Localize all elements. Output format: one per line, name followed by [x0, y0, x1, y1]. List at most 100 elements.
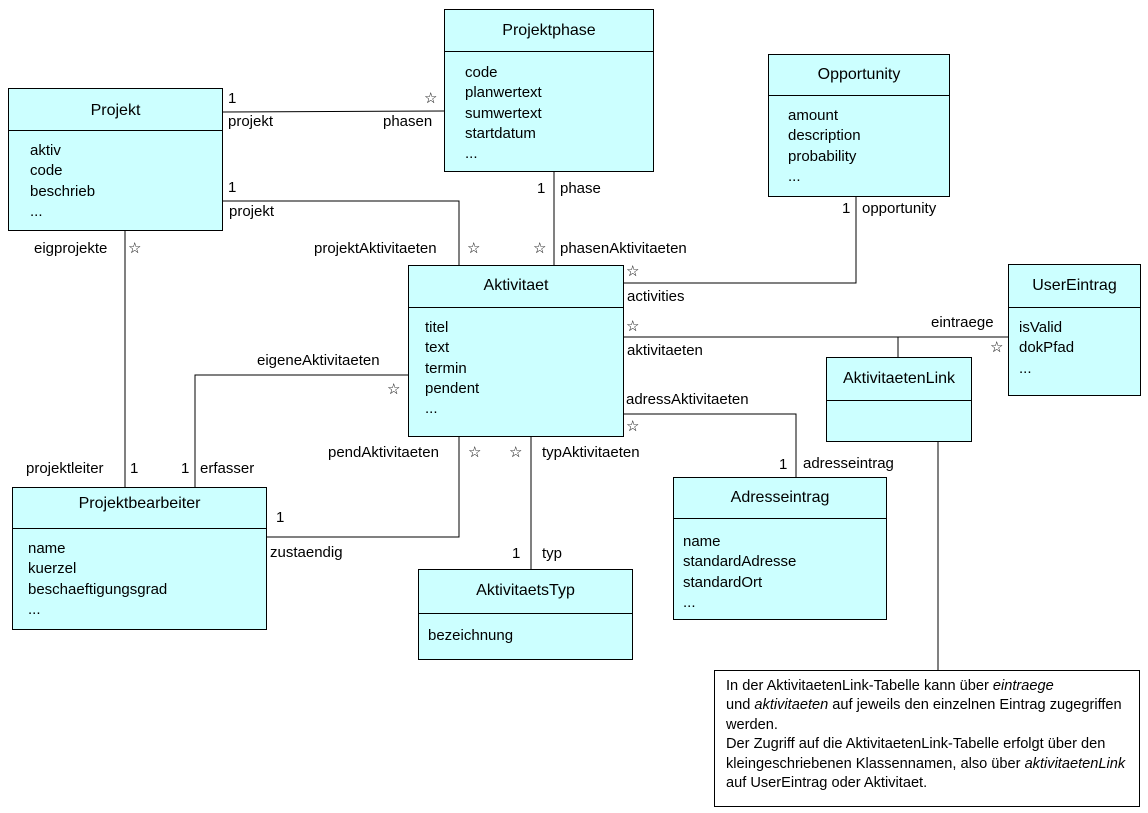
- class-name: AktivitaetenLink: [842, 370, 956, 387]
- attribute: standardOrt: [683, 573, 763, 591]
- class-name: Aktivitaet: [483, 277, 549, 294]
- class-projektphase: Projektphase code planwertext sumwertext…: [444, 9, 654, 172]
- assoc-opportunity-aktivitaet: [623, 196, 857, 284]
- attribute-list: amount description probability ...: [788, 106, 861, 187]
- attribute: bezeichnung: [428, 627, 514, 644]
- attribute: ...: [28, 600, 41, 618]
- multiplicity-label: 1: [228, 179, 237, 196]
- multiplicity-many-label: ☆: [509, 444, 523, 461]
- role-label-adressaktivitaeten: adressAktivitaeten: [626, 391, 749, 408]
- class-name: Projektbearbeiter: [78, 495, 201, 512]
- class-projekt: Projekt aktiv code beschrieb ...: [8, 88, 223, 231]
- role-label-phase: phase: [560, 180, 601, 197]
- attribute: name: [683, 533, 721, 550]
- attribute-list: name kuerzel beschaeftigungsgrad ...: [28, 539, 167, 620]
- class-name: AktivitaetsTyp: [476, 582, 575, 599]
- role-label-eintraege: eintraege: [931, 314, 994, 331]
- class-usereintrag: UserEintrag isValid dokPfad ...: [1008, 264, 1141, 396]
- role-label-adresseintrag: adresseintrag: [803, 455, 894, 472]
- multiplicity-label: 1: [512, 545, 521, 562]
- role-label-projektleiter: projektleiter: [26, 460, 104, 477]
- role-label-projekt: projekt: [228, 113, 274, 130]
- multiplicity-many-label: ☆: [387, 381, 401, 398]
- multiplicity-many-label: ☆: [424, 90, 438, 107]
- multiplicity-label: 1: [276, 509, 285, 526]
- attribute: dokPfad: [1019, 339, 1075, 357]
- role-label-projekt: projekt: [229, 203, 275, 220]
- role-label-phasenaktivitaeten: phasenAktivitaeten: [560, 240, 687, 257]
- role-label-activities: activities: [627, 288, 685, 305]
- attribute: pendent: [425, 379, 480, 397]
- multiplicity-label: 1: [779, 456, 788, 473]
- multiplicity-many-label: ☆: [626, 263, 640, 280]
- role-label-aktivitaeten: aktivitaeten: [627, 342, 703, 359]
- role-label-phasen: phasen: [383, 113, 433, 130]
- attribute: standardAdresse: [683, 553, 797, 571]
- multiplicity-many-label: ☆: [990, 339, 1004, 356]
- attribute: beschaeftigungsgrad: [28, 580, 168, 598]
- multiplicity-many-label: ☆: [128, 240, 142, 257]
- attribute: ...: [788, 167, 801, 185]
- attribute: sumwertext: [465, 104, 542, 122]
- multiplicity-label: 1: [181, 460, 190, 477]
- class-name: Adresseintrag: [730, 489, 830, 506]
- class-name: Projektphase: [502, 22, 596, 39]
- attribute-list: isValid dokPfad ...: [1019, 318, 1074, 379]
- multiplicity-label: 1: [537, 180, 546, 197]
- attribute-list: bezeichnung: [428, 626, 513, 646]
- class-name: Opportunity: [817, 66, 901, 83]
- assoc-aktivitaet-projektbearbeiter: [266, 436, 460, 538]
- attribute: ...: [1019, 359, 1032, 377]
- assoc-projekt-aktivitaet: [222, 200, 460, 266]
- attribute-list: code planwertext sumwertext startdatum .…: [465, 63, 542, 164]
- attribute-list: name standardAdresse standardOrt ...: [683, 532, 796, 613]
- multiplicity-many-label: ☆: [468, 444, 482, 461]
- multiplicity-many-label: ☆: [626, 418, 640, 435]
- multiplicity-label: 1: [842, 200, 851, 217]
- note-paragraph-2: Der Zugriff auf die AktivitaetenLink-Tab…: [726, 736, 1126, 792]
- attribute: beschrieb: [30, 182, 96, 200]
- attribute: ...: [465, 145, 478, 163]
- attribute: description: [788, 127, 861, 145]
- attribute: code: [465, 64, 498, 81]
- attribute: name: [28, 540, 66, 557]
- class-name: Projekt: [90, 102, 141, 119]
- role-label-opportunity: opportunity: [862, 200, 937, 217]
- note-paragraph-1: In der AktivitaetenLink-Tabelle kann übe…: [726, 678, 1122, 733]
- attribute: termin: [425, 359, 467, 377]
- attribute: ...: [683, 593, 696, 611]
- attribute: kuerzel: [28, 560, 77, 578]
- class-projektbearbeiter: Projektbearbeiter name kuerzel beschaeft…: [12, 487, 267, 630]
- role-label-pendaktivitaeten: pendAktivitaeten: [328, 444, 439, 461]
- attribute: probability: [788, 147, 857, 165]
- attribute-list: titel text termin pendent ...: [425, 318, 479, 419]
- note-box: In der AktivitaetenLink-Tabelle kann übe…: [714, 670, 1140, 807]
- role-label-eigeneaktivitaeten: eigeneAktivitaeten: [257, 352, 380, 369]
- assoc-projekt-projektphase: [221, 110, 446, 113]
- attribute: startdatum: [465, 124, 536, 142]
- attribute: ...: [425, 400, 438, 418]
- class-adresseintrag: Adresseintrag name standardAdresse stand…: [673, 477, 887, 620]
- attribute: ...: [30, 202, 43, 220]
- role-label-typaktivitaeten: typAktivitaeten: [542, 444, 640, 461]
- class-opportunity: Opportunity amount description probabili…: [768, 54, 950, 197]
- class-aktivitaetstyp: AktivitaetsTyp bezeichnung: [418, 569, 633, 660]
- role-label-projektaktivitaeten: projektAktivitaeten: [314, 240, 437, 257]
- multiplicity-many-label: ☆: [533, 240, 547, 257]
- multiplicity-label: 1: [130, 460, 139, 477]
- attribute: titel: [425, 319, 449, 336]
- class-name: UserEintrag: [1032, 277, 1117, 294]
- class-aktivitaetenlink: AktivitaetenLink: [826, 357, 972, 442]
- role-label-erfasser: erfasser: [200, 460, 255, 477]
- attribute: code: [30, 162, 63, 180]
- multiplicity-many-label: ☆: [626, 318, 640, 335]
- assoc-aktivitaet-adresseintrag: [623, 413, 797, 478]
- attribute: aktiv: [30, 142, 61, 159]
- multiplicity-label: 1: [228, 90, 237, 107]
- attribute: text: [425, 339, 450, 357]
- assoc-projektbearbeiter-aktivitaet: [194, 374, 409, 488]
- attribute: amount: [788, 107, 839, 124]
- multiplicity-many-label: ☆: [467, 240, 481, 257]
- role-label-zustaendig: zustaendig: [270, 544, 343, 561]
- attribute: isValid: [1019, 319, 1063, 336]
